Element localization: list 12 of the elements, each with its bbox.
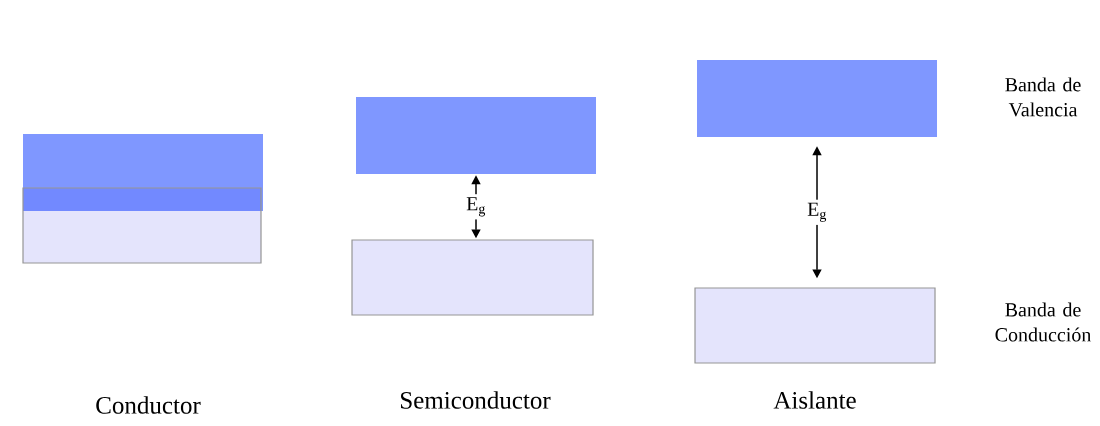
material-caption: Aislante	[773, 391, 856, 409]
valence-band-bar	[356, 97, 596, 174]
conduction-band-bar	[351, 239, 594, 316]
edge-label: E$_{g}$	[463, 194, 489, 220]
edge-label: E$_{g}$	[804, 199, 830, 225]
band-label: Banda de Conducción	[995, 302, 1092, 342]
material-caption: Semiconductor	[401, 391, 551, 409]
material-caption: Conductor	[96, 396, 201, 414]
conduction-band-bar	[22, 187, 262, 264]
conduction-band-bar	[694, 287, 936, 364]
valence-band-bar	[697, 60, 937, 137]
band-label: Banda de Valencia	[1005, 77, 1081, 117]
